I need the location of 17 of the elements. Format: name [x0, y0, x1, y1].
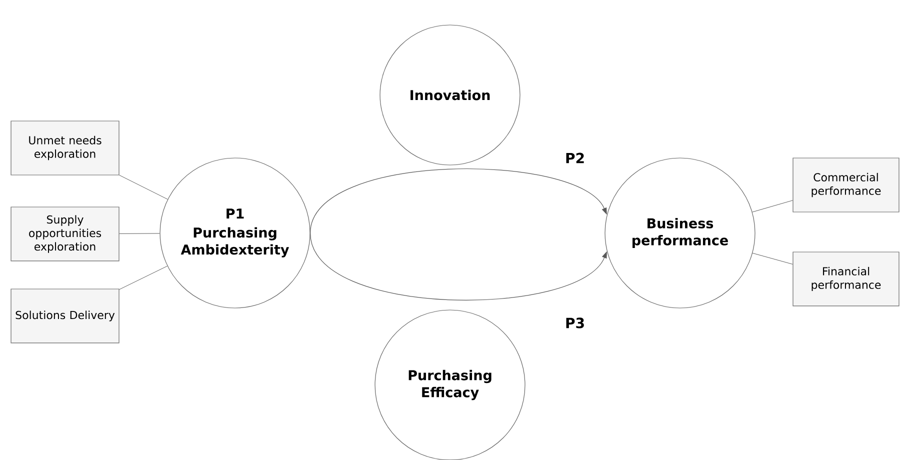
- text-box: Solutions Delivery: [10, 288, 120, 344]
- connector-line: [119, 233, 160, 234]
- circle-node: P1 Purchasing Ambidexterity: [160, 158, 310, 308]
- arrow: [310, 168, 607, 234]
- circle-node: Innovation: [380, 24, 520, 166]
- circle-node: Business performance: [604, 158, 756, 308]
- connector-line: [119, 266, 168, 290]
- text-box: Commercial performance: [792, 158, 900, 212]
- connector-line: [752, 252, 793, 264]
- text-box: Supply opportunities exploration: [10, 206, 120, 262]
- arrow: [310, 232, 607, 300]
- connector-line: [119, 174, 168, 200]
- edge-label: P3: [566, 318, 584, 328]
- text-box: Unmet needs exploration: [10, 120, 120, 176]
- edge-label: P2: [566, 152, 584, 164]
- connector-line: [752, 200, 793, 212]
- text-box: Financial performance: [792, 252, 900, 306]
